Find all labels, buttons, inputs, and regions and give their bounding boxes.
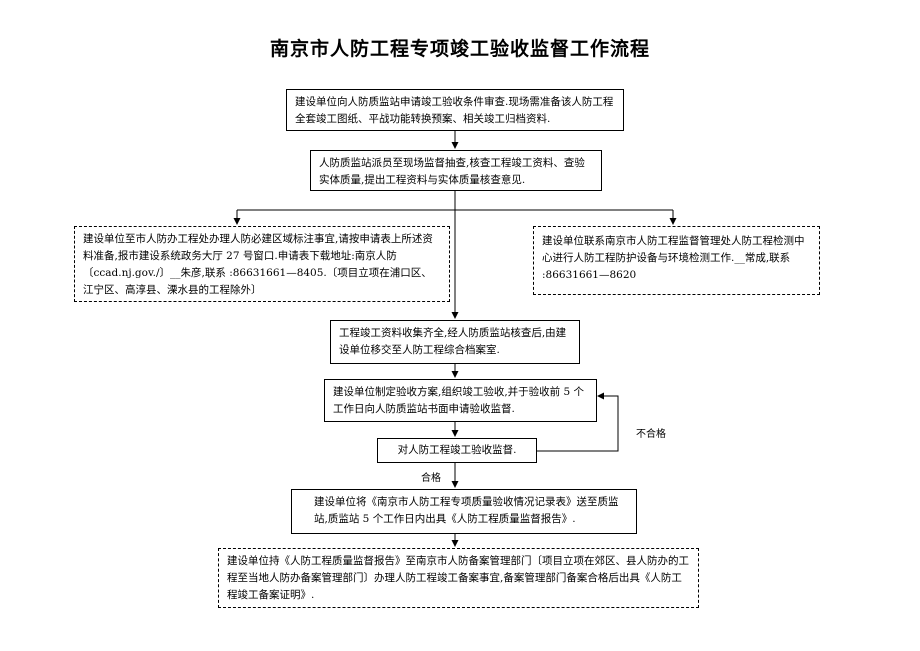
step-acceptance-supervision: 对人防工程竣工验收监督. (377, 438, 537, 463)
step-archive-transfer: 工程竣工资料收集齐全,经人防质监站核查后,由建设单位移交至人防工程综合档案室. (330, 320, 580, 364)
branch-marking-registration-text: 建设单位至市人防办工程处办理人防必建区域标注事宜,请按申请表上所述资料准备,报市… (83, 233, 433, 296)
step-quality-record-text: 建设单位将《南京市人防工程专项质量验收情况记录表》送至质监站,质监站 5 个工作… (314, 496, 619, 525)
branch-marking-registration: 建设单位至市人防办工程处办理人防必建区域标注事宜,请按申请表上所述资料准备,报市… (74, 226, 450, 302)
step-quality-record: 建设单位将《南京市人防工程专项质量验收情况记录表》送至质监站,质监站 5 个工作… (291, 489, 637, 534)
arrow-fail-loop (537, 392, 619, 452)
step-completion-filing-text: 建设单位持《人防工程质量监督报告》至南京市人防备案管理部门〔项目立项在郊区、县人… (227, 555, 689, 601)
step-acceptance-plan: 建设单位制定验收方案,组织竣工验收,并于验收前 5 个工作日向人防质监站书面申请… (324, 379, 597, 422)
branch-equipment-testing-text: 建设单位联系南京市人防工程监督管理处人防工程检测中心进行人防工程防护设备与环境检… (542, 235, 805, 281)
step-acceptance-plan-text: 建设单位制定验收方案,组织竣工验收,并于验收前 5 个工作日向人防质监站书面申请… (333, 386, 585, 415)
step-site-inspection-text: 人防质监站派员至现场监督抽查,核查工程竣工资料、查验实体质量,提出工程资料与实体… (319, 157, 585, 186)
step-site-inspection: 人防质监站派员至现场监督抽查,核查工程竣工资料、查验实体质量,提出工程资料与实体… (310, 150, 602, 191)
step-acceptance-supervision-text: 对人防工程竣工验收监督. (397, 444, 517, 456)
step-apply-review: 建设单位向人防质监站申请竣工验收条件审查.现场需准备该人防工程全套竣工图纸、平战… (286, 89, 624, 131)
step-apply-review-text: 建设单位向人防质监站申请竣工验收条件审查.现场需准备该人防工程全套竣工图纸、平战… (295, 96, 614, 125)
page-title: 南京市人防工程专项竣工验收监督工作流程 (269, 38, 650, 60)
step-completion-filing: 建设单位持《人防工程质量监督报告》至南京市人防备案管理部门〔项目立项在郊区、县人… (218, 548, 699, 608)
branch-equipment-testing: 建设单位联系南京市人防工程监督管理处人防工程检测中心进行人防工程防护设备与环境检… (533, 226, 820, 295)
fail-label: 不合格 (636, 429, 666, 440)
pass-label: 合格 (421, 473, 441, 484)
step-archive-transfer-text: 工程竣工资料收集齐全,经人防质监站核查后,由建设单位移交至人防工程综合档案室. (339, 327, 567, 356)
